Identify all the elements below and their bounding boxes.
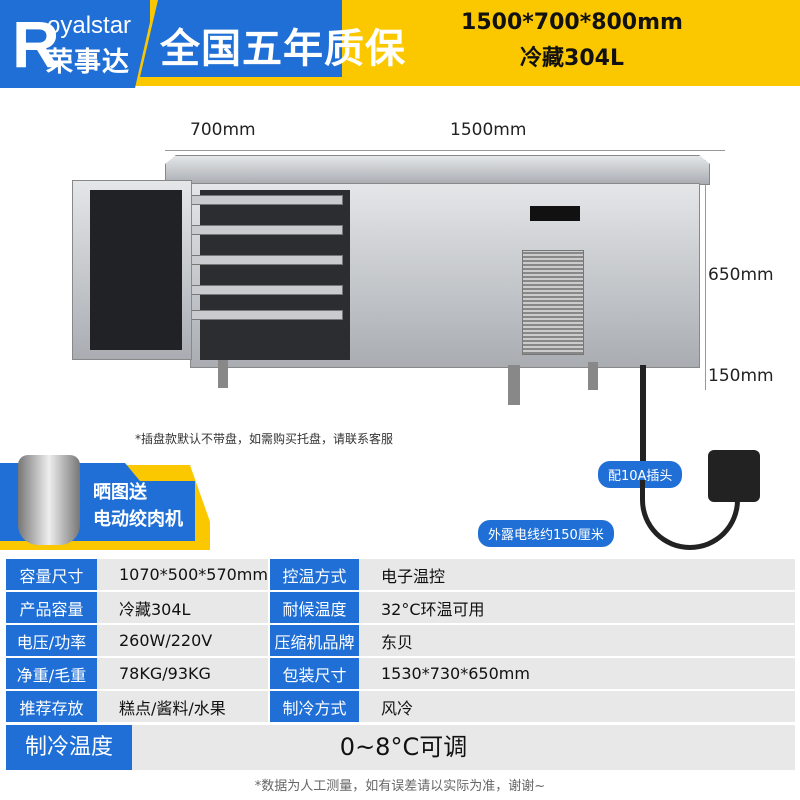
warranty-panel	[140, 0, 342, 77]
spec-value: 1070*500*570mm	[97, 559, 268, 590]
spec-value: 电子温控	[358, 559, 795, 590]
cooling-temp-label: 制冷温度	[6, 725, 132, 770]
gift-line2: 电动绞肉机	[93, 509, 183, 530]
logo-text-cn: 荣事达	[46, 47, 130, 78]
dim-depth: 700mm	[190, 120, 256, 140]
spec-label: 控温方式	[267, 559, 359, 590]
spec-value: 32°C环温可用	[358, 592, 795, 623]
cooling-temp-value: 0~8°C可调	[132, 725, 795, 770]
spec-row: 推荐存放糕点/酱料/水果制冷方式风冷	[6, 691, 795, 722]
spec-value: 1530*730*650mm	[358, 658, 795, 689]
dim-width: 1500mm	[450, 120, 527, 140]
gift-line1: 晒图送	[93, 482, 147, 503]
spec-value: 260W/220V	[97, 625, 268, 656]
spec-value: 糕点/酱料/水果	[97, 691, 268, 722]
spec-label: 耐候温度	[267, 592, 359, 623]
cable-label: 外露电线约150厘米	[478, 520, 614, 547]
spec-value: 风冷	[358, 691, 795, 722]
spec-label: 制冷方式	[267, 691, 359, 722]
spec-value: 东贝	[358, 625, 795, 656]
meat-grinder-image	[18, 455, 80, 545]
spec-value: 78KG/93KG	[97, 658, 268, 689]
cable	[640, 480, 740, 550]
capacity-text: 冷藏304L	[520, 46, 624, 71]
footer-note: *数据为人工测量，如有误差请以实际为准，谢谢~	[254, 779, 546, 794]
logo-panel	[0, 0, 150, 88]
spec-label: 推荐存放	[6, 691, 97, 722]
dim-height-body: 650mm	[708, 265, 774, 285]
dim-height-legs: 150mm	[708, 366, 774, 386]
size-text: 1500*700*800mm	[461, 10, 683, 35]
spec-value: 冷藏304L	[97, 592, 268, 623]
spec-label: 净重/毛重	[6, 658, 97, 689]
logo-text-en: oyalstar	[47, 12, 132, 39]
spec-label: 产品容量	[6, 592, 97, 623]
spec-label: 压缩机品牌	[267, 625, 359, 656]
spec-label: 包装尺寸	[267, 658, 359, 689]
tray-note: *插盘款默认不带盘，如需购买托盘，请联系客服	[135, 432, 394, 446]
logo-r: R	[12, 7, 60, 81]
warranty-text: 全国五年质保	[160, 26, 406, 72]
spec-label: 电压/功率	[6, 625, 97, 656]
spec-label: 容量尺寸	[6, 559, 97, 590]
